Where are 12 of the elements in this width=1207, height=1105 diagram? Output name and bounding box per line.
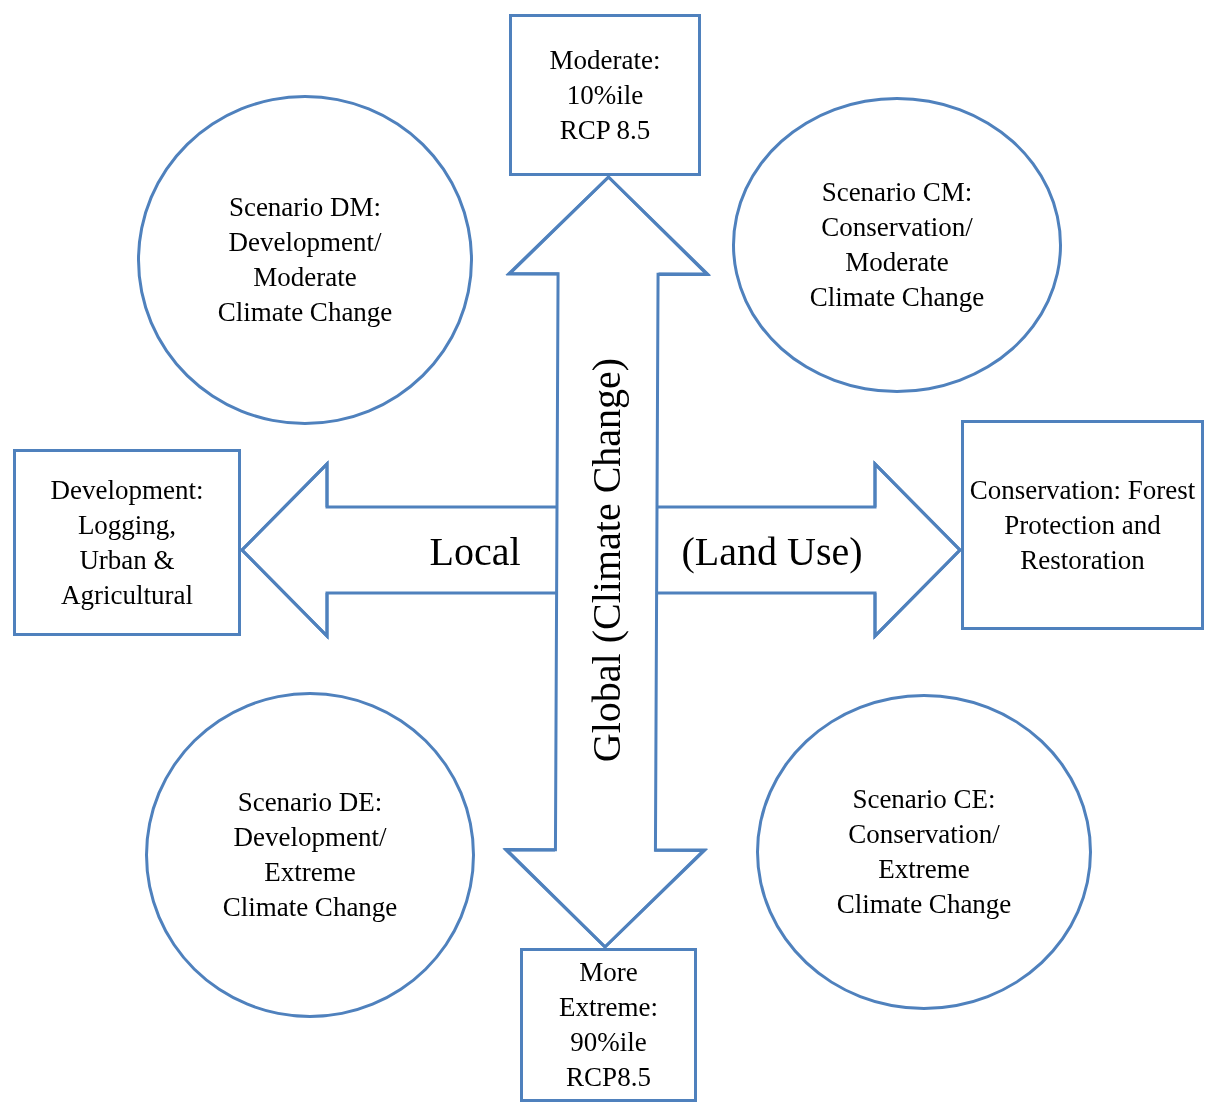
node-text: More Extreme: 90%ile RCP8.5 — [558, 956, 659, 1094]
text-box — [961, 420, 1204, 630]
node-text: Conservation: Forest Protection and Restoration — [969, 473, 1196, 577]
text-box — [520, 948, 697, 1102]
node-text: Scenario CE: Conservation/ Extreme Climate Change — [835, 783, 1013, 921]
node-text: Moderate: 10%ile RCP 8.5 — [548, 43, 662, 147]
text-box — [13, 449, 241, 636]
node-text: Scenario CM: Conservation/ Moderate Climate Change — [808, 176, 986, 314]
node-text: Development: Logging, Urban & Agricultural — [49, 473, 205, 612]
node-text: Scenario DM: Development/ Moderate Climate Change — [216, 191, 394, 329]
node-text: Scenario DE: Development/ Extreme Climate Change — [221, 786, 399, 924]
text-box — [509, 14, 701, 176]
